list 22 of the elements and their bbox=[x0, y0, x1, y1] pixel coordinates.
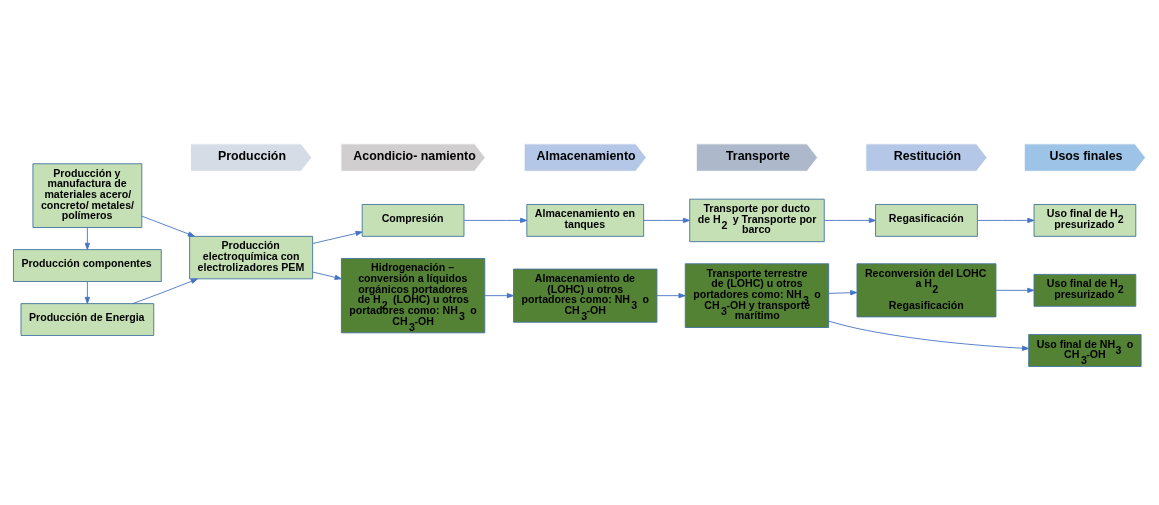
arrow bbox=[141, 215, 195, 237]
node-box: Producción y manufactura de materiales acero/ concreto/ metales/ polímeros bbox=[32, 163, 143, 228]
node-box: Producción de Energia bbox=[20, 303, 155, 336]
node-box: Almacenamiento en tanques bbox=[526, 204, 645, 237]
arrow bbox=[828, 320, 1030, 351]
node-box: Producción componentes bbox=[13, 249, 162, 282]
arrow bbox=[643, 217, 690, 224]
node-box: Regasificación bbox=[875, 204, 978, 237]
arrow bbox=[484, 293, 514, 299]
arrow bbox=[312, 271, 342, 280]
arrow bbox=[463, 217, 528, 224]
arrow bbox=[84, 227, 90, 250]
arrow bbox=[828, 290, 858, 296]
arrow bbox=[977, 217, 1035, 224]
arrow bbox=[312, 230, 363, 244]
arrow bbox=[132, 278, 198, 305]
arrow bbox=[823, 217, 876, 224]
arrow bbox=[656, 293, 686, 299]
arrow bbox=[995, 287, 1035, 293]
node-box: Compresión bbox=[361, 204, 465, 237]
node-box: Producción electroquímica con electrolizadores PEM bbox=[189, 235, 314, 280]
arrow bbox=[84, 281, 90, 304]
